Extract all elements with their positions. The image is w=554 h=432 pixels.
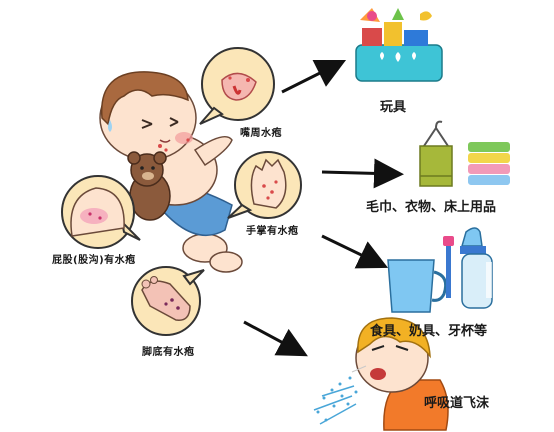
buttocks-bubble: [61, 175, 141, 249]
label-towels-clothing-bedding: 毛巾、衣物、床上用品: [366, 200, 497, 215]
teddy-bear: [127, 151, 171, 221]
sneezing-boy-illustration: [351, 317, 449, 431]
label-respiratory-droplets: 呼吸道飞沫: [424, 396, 490, 411]
foot-bubble: [131, 266, 205, 336]
hand-bubble: [227, 151, 302, 219]
arrow-to-tableware: [321, 234, 389, 269]
arrow-to-towels: [321, 158, 404, 189]
toy-basket-icon: [355, 8, 443, 82]
droplets-spray: [313, 376, 358, 425]
arrow-to-toys: [281, 59, 347, 94]
towels-icon: [419, 120, 510, 187]
mouth-bubble: [199, 47, 275, 125]
label-mouth-blisters: 嘴周水疱: [240, 128, 282, 139]
label-foot-blisters: 脚底有水疱: [142, 347, 195, 358]
cup-bottle-icon: [387, 227, 493, 313]
label-buttocks-blisters: 屁股(股沟)有水疱: [52, 255, 136, 266]
arrow-to-droplets: [243, 320, 308, 357]
label-toys: 玩具: [380, 100, 407, 115]
label-tableware: 食具、奶具、牙杯等: [370, 324, 488, 339]
baby-illustration: [99, 71, 243, 273]
label-hand-blisters: 手掌有水疱: [246, 226, 299, 237]
